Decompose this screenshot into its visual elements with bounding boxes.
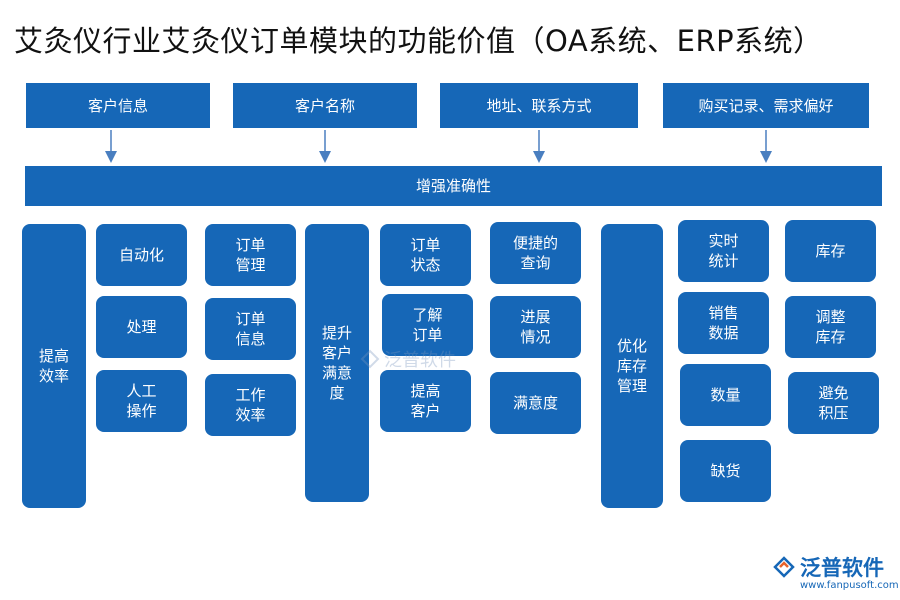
- watermark-logo-icon: [360, 349, 380, 369]
- tall-box-satisfaction: 提升 客户 满意 度: [305, 224, 369, 502]
- card-order-info: 订单 信息: [205, 298, 296, 360]
- card-stock: 库存: [785, 220, 876, 282]
- card-processing: 处理: [96, 296, 187, 358]
- card-order-management: 订单 管理: [205, 224, 296, 286]
- top-box-address-contact: 地址、联系方式: [440, 83, 638, 128]
- accuracy-bar: 增强准确性: [25, 166, 882, 206]
- card-realtime-stats: 实时 统计: [678, 220, 769, 282]
- tall-box-inventory: 优化 库存 管理: [601, 224, 663, 508]
- card-sales-data: 销售 数据: [678, 292, 769, 354]
- card-avoid-overstock: 避免 积压: [788, 372, 879, 434]
- brand-logo-icon: [773, 556, 795, 578]
- card-adjust-stock: 调整 库存: [785, 296, 876, 358]
- brand-name: 泛普软件: [800, 556, 884, 580]
- card-understand-order: 了解 订单: [382, 294, 473, 356]
- card-convenient-query: 便捷的 查询: [490, 222, 581, 284]
- brand-logo: 泛普软件: [772, 552, 884, 582]
- tall-box-efficiency: 提高 效率: [22, 224, 86, 508]
- card-quantity: 数量: [680, 364, 771, 426]
- card-shortage: 缺货: [680, 440, 771, 502]
- top-box-customer-name: 客户名称: [233, 83, 417, 128]
- watermark: 泛普软件: [360, 346, 456, 372]
- top-box-purchase-record: 购买记录、需求偏好: [663, 83, 869, 128]
- brand-url: www.fanpusoft.com: [800, 580, 899, 591]
- card-manual-operation: 人工 操作: [96, 370, 187, 432]
- page-title: 艾灸仪行业艾灸仪订单模块的功能价值（OA系统、ERP系统）: [14, 24, 823, 58]
- card-improve-customer: 提高 客户: [380, 370, 471, 432]
- card-automation: 自动化: [96, 224, 187, 286]
- card-satisfaction: 满意度: [490, 372, 581, 434]
- card-order-status: 订单 状态: [380, 224, 471, 286]
- card-progress-status: 进展 情况: [490, 296, 581, 358]
- top-box-customer-info: 客户信息: [26, 83, 210, 128]
- watermark-text: 泛普软件: [384, 350, 456, 371]
- card-work-efficiency: 工作 效率: [205, 374, 296, 436]
